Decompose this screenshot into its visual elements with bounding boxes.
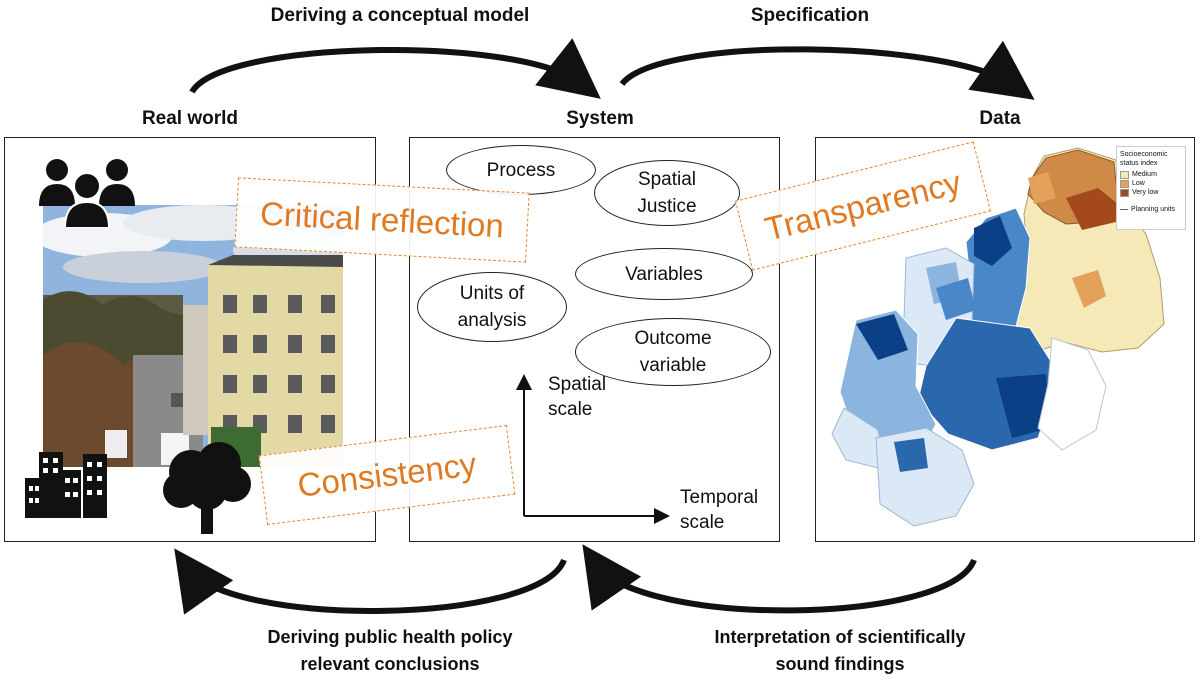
- arrow-deriving-model: [189, 38, 601, 99]
- oval-process: Process: [446, 145, 596, 195]
- map-legend: Socioeconomic status index Medium Low Ve…: [1116, 146, 1186, 230]
- label-specification: Specification: [750, 5, 870, 26]
- arrow-interpretation: [582, 544, 977, 614]
- legend-title-line2: status index: [1120, 160, 1158, 167]
- title-real-world: Real world: [141, 108, 239, 129]
- arrow-specification: [619, 40, 1035, 100]
- title-system: System: [566, 108, 634, 129]
- people-group-icon: [39, 159, 135, 228]
- legend-swatch-low: [1120, 179, 1129, 188]
- legend-item-medium: Medium: [1120, 170, 1182, 179]
- arrow-policy: [174, 548, 567, 615]
- tree-icon: [163, 442, 251, 534]
- legend-swatch-very-low: [1120, 188, 1129, 197]
- title-data: Data: [979, 108, 1021, 129]
- buildings-icon: [25, 452, 107, 518]
- choropleth-map: [831, 147, 1165, 527]
- legend-title-line1: Socioeconomic: [1120, 151, 1168, 158]
- legend-planning-units: Planning units: [1120, 205, 1182, 214]
- panel-data: Socioeconomic status index Medium Low Ve…: [815, 137, 1195, 542]
- legend-item-low: Low: [1120, 179, 1182, 188]
- legend-swatch-medium: [1120, 170, 1129, 179]
- legend-item-very-low: Very low: [1120, 188, 1182, 197]
- oval-variables: Variables: [575, 248, 753, 300]
- label-deriving-model: Deriving a conceptual model: [270, 5, 530, 26]
